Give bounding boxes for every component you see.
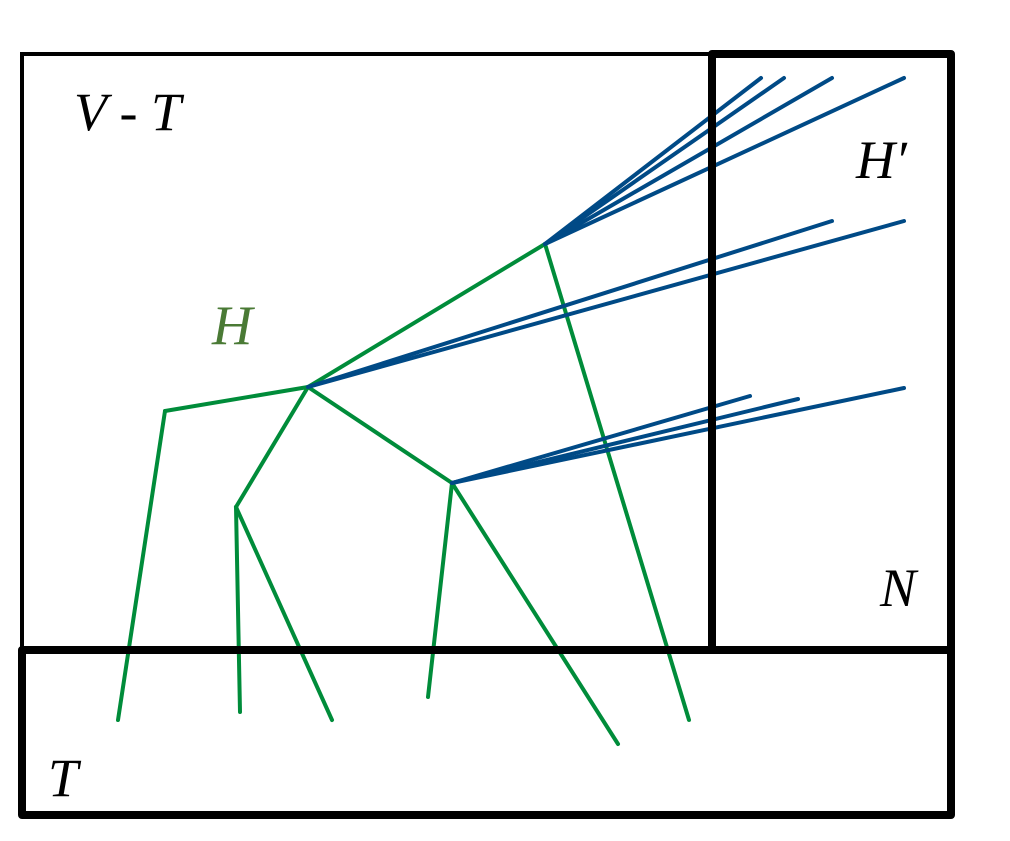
- label-h-prime: H′: [855, 130, 908, 190]
- edge-h: [450, 481, 620, 746]
- edge-h: [543, 242, 691, 722]
- edge-h-prime: [543, 76, 834, 246]
- edge-h: [163, 385, 310, 413]
- label-v-minus-t: V - T: [74, 82, 185, 142]
- edge-h: [234, 505, 334, 722]
- subgraph-h: [116, 242, 691, 746]
- label-h: H: [211, 295, 255, 357]
- subgraph-h-prime: [306, 76, 906, 485]
- edge-h-prime: [450, 386, 906, 485]
- label-t: T: [48, 748, 82, 808]
- edge-h-prime: [543, 76, 763, 246]
- label-n: N: [879, 558, 919, 618]
- edge-h: [234, 385, 310, 509]
- edge-h: [426, 481, 454, 699]
- edge-h-prime: [543, 76, 786, 246]
- region-t: [18, 646, 955, 819]
- edge-h: [306, 385, 454, 485]
- edge-h-prime: [450, 394, 752, 485]
- edge-h-prime: [306, 219, 906, 389]
- region-n: [708, 50, 955, 650]
- edge-h-prime: [543, 76, 906, 246]
- edge-h-prime: [306, 219, 834, 389]
- edge-h: [116, 409, 167, 722]
- edge-h: [234, 505, 242, 714]
- edge-h: [306, 242, 547, 389]
